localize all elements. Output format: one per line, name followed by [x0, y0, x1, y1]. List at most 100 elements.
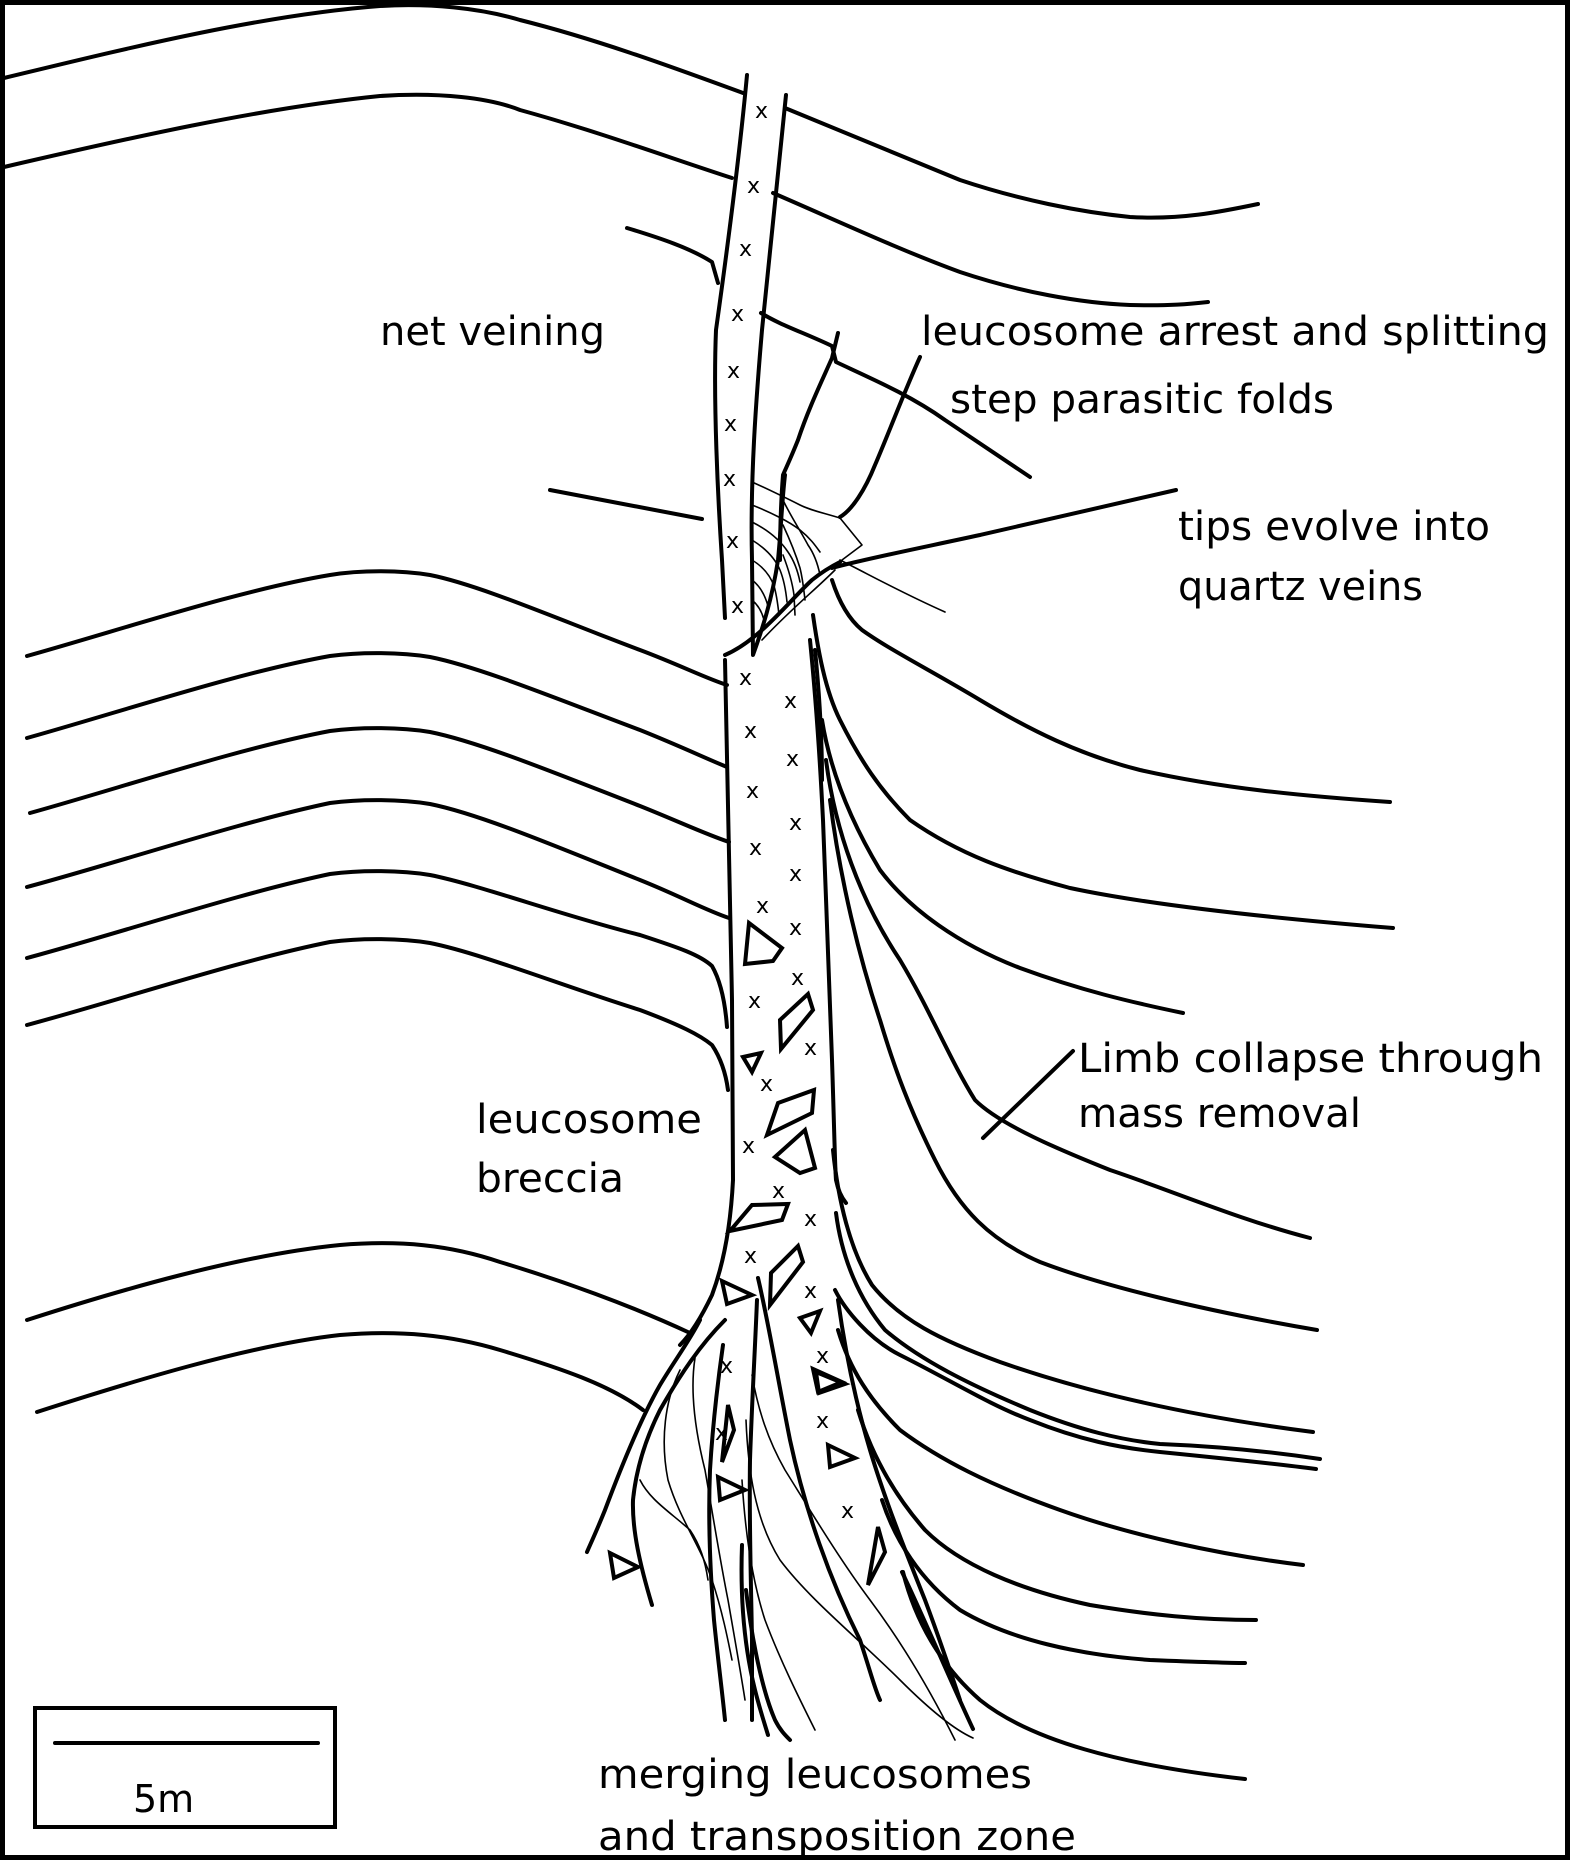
vein-x-marker: x	[727, 359, 740, 384]
vein-x-marker: x	[715, 1421, 728, 1446]
layer-line	[771, 191, 1210, 308]
layer-line	[25, 869, 729, 1029]
step-fold-line	[759, 311, 1032, 479]
breccia-fragment	[813, 1368, 851, 1396]
fold-fan-line	[761, 569, 836, 641]
fold-fan-line	[782, 524, 806, 601]
fold-fan-line	[751, 579, 769, 607]
vein-left-edge	[678, 658, 735, 1347]
vein-x-marker: x	[804, 1036, 817, 1061]
layer-line	[856, 1408, 1258, 1622]
layer-line	[25, 937, 730, 1092]
split-strand	[707, 1343, 727, 1722]
vein-x-marker: x	[784, 689, 797, 714]
vein-x-marker: x	[756, 894, 769, 919]
vein-x-marker: x	[749, 836, 762, 861]
upper-layers-right	[759, 106, 1260, 562]
breccia-fragment	[719, 1277, 758, 1307]
thin-strand	[741, 1479, 816, 1731]
thin-branch	[663, 1369, 733, 1661]
layer-line	[25, 798, 731, 920]
breccia-fragment	[715, 1473, 750, 1503]
layer-line	[834, 1211, 1322, 1461]
layer-line	[25, 569, 729, 687]
label-tips-line1: tips evolve into	[1178, 504, 1490, 550]
outer-branch	[585, 1318, 702, 1554]
label-limb-line2: mass removal	[1078, 1091, 1361, 1137]
layer-line	[820, 718, 1185, 1015]
label-net-veining: net veining	[380, 309, 605, 355]
upper-layers-left	[2, 3, 745, 521]
breccia-fragment	[796, 1307, 824, 1338]
vein-x-marker: x	[731, 594, 744, 619]
layer-line	[35, 1331, 645, 1414]
scale-bar-box	[33, 1706, 337, 1829]
vein-x-marker: x	[786, 747, 799, 772]
breccia-fragment	[763, 1087, 817, 1139]
scale-bar-label: 5m	[133, 1777, 194, 1821]
vein-x-marker: x	[804, 1279, 817, 1304]
label-breccia-line1: leucosome	[476, 1097, 702, 1143]
vein-x-marker: x	[804, 1207, 817, 1232]
breccia-fragment	[742, 919, 785, 967]
merging-zone	[25, 1241, 974, 1742]
split-strand	[836, 1298, 962, 1702]
fold-fan-line	[751, 559, 780, 616]
label-arrest-splitting: leucosome arrest and splitting	[921, 309, 1549, 355]
middle-layers-left	[25, 569, 731, 1092]
vein-x-marker: x	[726, 529, 739, 554]
layer-line	[25, 1241, 692, 1335]
vein-x-marker: x	[791, 966, 804, 991]
vein-x-marker: x	[789, 811, 802, 836]
layer-line	[783, 106, 1260, 220]
layer-line	[828, 798, 1319, 1332]
breccia-fragment	[607, 1549, 643, 1581]
vein-x-marker: x	[747, 174, 760, 199]
layer-line	[831, 1148, 1315, 1434]
fold-fan-line	[751, 599, 765, 621]
label-limb-line1: Limb collapse through	[1078, 1036, 1543, 1082]
right-layers	[811, 578, 1395, 1781]
vein-x-marker: x	[739, 237, 752, 262]
tips-leader-line	[830, 488, 1178, 570]
limb-leader-line	[981, 1049, 1075, 1140]
vein-x-marker: x	[748, 989, 761, 1014]
scale-bar: 5m	[33, 1706, 337, 1829]
layer-line	[548, 488, 704, 521]
fold-fan-line	[782, 499, 821, 576]
layer-line	[625, 226, 720, 285]
vein-x-marker: x	[720, 1354, 733, 1379]
breccia-fragment	[724, 1201, 791, 1235]
thin-strand	[745, 1419, 974, 1739]
fold-fan-line	[751, 539, 788, 603]
layer-line	[830, 578, 1392, 804]
quartz-vein-line	[839, 559, 946, 613]
layer-line	[880, 1498, 1247, 1665]
breccia-fragment	[825, 1441, 861, 1470]
vein-x-marker: x	[755, 99, 768, 124]
splitting-branch-line	[778, 331, 840, 562]
thin-branch	[692, 1357, 746, 1701]
fold-fan-line	[782, 554, 796, 616]
annotations: net veining leucosome arrest and splitti…	[380, 309, 1549, 1860]
vein-x-marker: x	[816, 1344, 829, 1369]
vein-x-marker: x	[739, 666, 752, 691]
label-merging-line1: merging leucosomes	[598, 1752, 1032, 1798]
vein-x-marker: x	[789, 916, 802, 941]
layer-line	[833, 1288, 1318, 1471]
vein-x-marker: x	[744, 1244, 757, 1269]
splitting-branch-line	[838, 355, 922, 519]
fold-fan-line	[751, 521, 801, 583]
main-vein-upper	[713, 73, 1178, 657]
layer-line	[811, 613, 1395, 930]
vein-right-edge	[749, 93, 788, 657]
split-strand	[756, 1276, 882, 1702]
breccia-fragment	[720, 1404, 737, 1463]
vein-x-marker: x	[731, 302, 744, 327]
vein-x-marker: x	[841, 1499, 854, 1524]
breccia-fragment	[866, 1526, 888, 1586]
vein-x-marker: x	[724, 412, 737, 437]
label-breccia-line2: breccia	[476, 1156, 624, 1202]
